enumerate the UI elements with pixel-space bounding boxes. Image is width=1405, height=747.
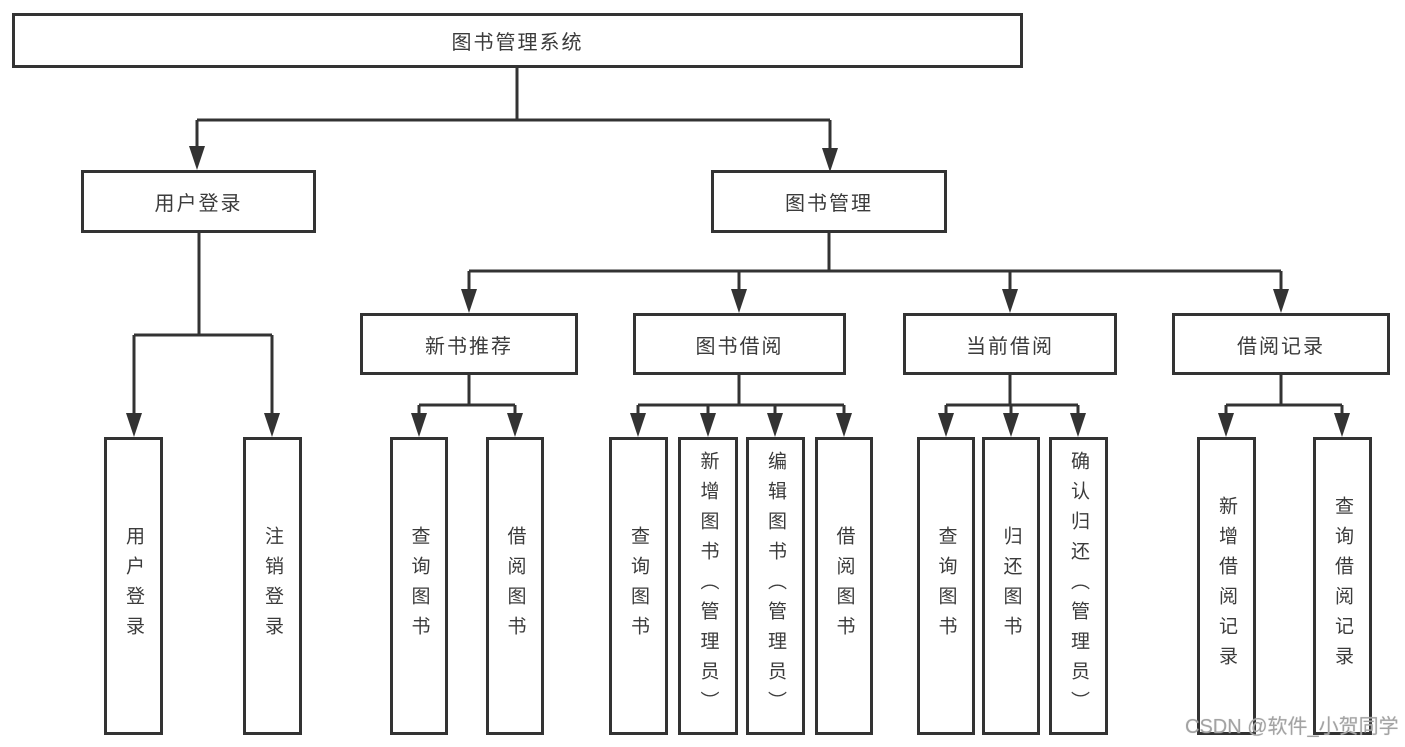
node-logout: 注销登录 xyxy=(243,437,302,735)
node-cb-return-books: 归还图书 xyxy=(982,437,1040,735)
node-bb-query-books: 查询图书 xyxy=(609,437,668,735)
edge-currentborrow-split xyxy=(944,375,1080,413)
edge-records-split xyxy=(1224,375,1344,413)
node-cb-confirm-return-admin: 确认归还（管理员） xyxy=(1049,437,1108,735)
node-bb-borrow-books: 借阅图书 xyxy=(815,437,873,735)
node-bb-add-books-admin: 新增图书（管理员） xyxy=(678,437,738,735)
node-br-query-record: 查询借阅记录 xyxy=(1313,437,1372,735)
edge-bookmgmt-split xyxy=(467,233,1283,289)
node-user-login-group: 用户登录 xyxy=(81,170,316,233)
node-book-management: 图书管理 xyxy=(711,170,947,233)
node-cb-query-books: 查询图书 xyxy=(917,437,975,735)
node-new-book-recommend: 新书推荐 xyxy=(360,313,578,375)
edge-bookborrow-split xyxy=(636,375,846,413)
node-nb-borrow-books: 借阅图书 xyxy=(486,437,544,735)
node-br-add-record: 新增借阅记录 xyxy=(1197,437,1256,735)
node-book-borrow: 图书借阅 xyxy=(633,313,846,375)
edge-root-split xyxy=(195,68,832,148)
node-borrow-records: 借阅记录 xyxy=(1172,313,1390,375)
node-bb-edit-books-admin: 编辑图书（管理员） xyxy=(746,437,805,735)
node-root: 图书管理系统 xyxy=(12,13,1023,68)
node-current-borrow: 当前借阅 xyxy=(903,313,1117,375)
csdn-watermark: CSDN @软件_小贺同学 xyxy=(1185,716,1399,738)
edge-newbooks-split xyxy=(417,375,517,413)
node-nb-query-books: 查询图书 xyxy=(390,437,448,735)
node-user-login: 用户登录 xyxy=(104,437,163,735)
arrowheads xyxy=(126,146,1350,437)
edge-userlogin-split xyxy=(132,233,274,413)
